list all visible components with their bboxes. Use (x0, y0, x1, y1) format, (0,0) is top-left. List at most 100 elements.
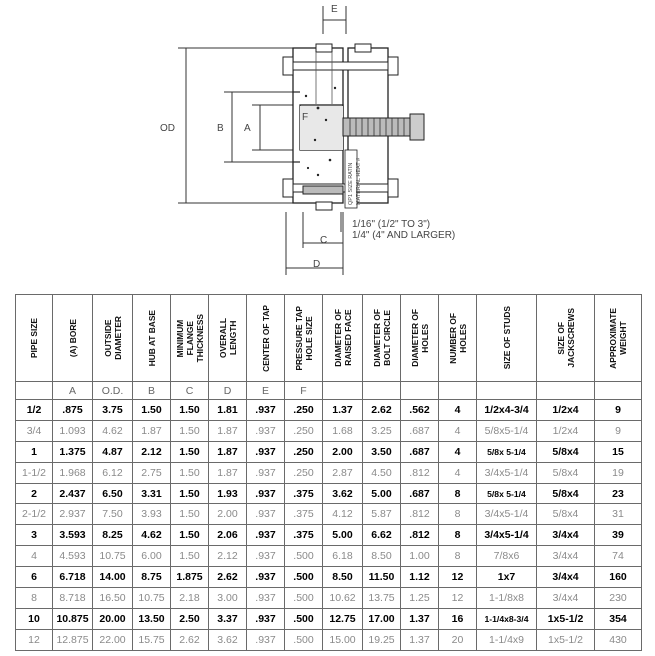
table-cell: 1.37 (322, 399, 363, 421)
label-b: B (217, 123, 224, 134)
table-cell: 15.00 (322, 628, 363, 651)
table-cell: 8.50 (362, 545, 401, 568)
table-cell: 2-1/2 (15, 503, 53, 526)
table-cell: 1x5-1/2 (536, 628, 595, 651)
table-cell: 4.593 (52, 545, 93, 568)
table-cell: 5/8x4 (536, 440, 595, 463)
table-cell: .937 (246, 607, 285, 630)
table-cell: 1-1/8x8 (476, 587, 537, 609)
table-cell: 2.62 (170, 628, 209, 651)
table-cell: 1.50 (170, 482, 209, 505)
table-cell: 13.50 (132, 607, 171, 630)
table-cell: 5.00 (362, 482, 401, 505)
table-cell: .812 (400, 524, 439, 547)
column-header-label: WEIGHT (618, 321, 628, 355)
table-cell: 12 (15, 628, 53, 651)
table-cell: 8 (438, 524, 477, 547)
column-header-label: HOLE SIZE (303, 315, 314, 361)
table-cell: 1x5-1/2 (536, 607, 595, 630)
table-cell: 2.62 (208, 566, 247, 589)
table-cell: 1.50 (170, 503, 209, 526)
table-cell: 1/2x4 (536, 419, 595, 442)
table-cell: 1.375 (52, 440, 93, 463)
table-cell: 8 (438, 545, 477, 568)
table-cell: 3/4x4 (536, 524, 595, 547)
column-header-label: LENGTH (227, 320, 238, 356)
table-cell: 5/8x4 (536, 461, 595, 484)
table-cell: 3.37 (208, 607, 247, 630)
table-cell: 19.25 (362, 628, 401, 651)
table-cell: .937 (246, 399, 285, 421)
table-cell: 14.00 (92, 566, 133, 589)
dimension-letter-cell (476, 381, 537, 400)
table-cell: 15.75 (132, 628, 171, 651)
dimension-letter-cell (438, 381, 477, 400)
table-cell: 6.50 (92, 482, 133, 505)
table-cell: 2.50 (170, 607, 209, 630)
table-cell: 1.50 (170, 399, 209, 421)
dimension-letter-cell: A (52, 381, 93, 400)
column-header-label: HOLES (419, 323, 430, 353)
table-cell: 1.81 (208, 399, 247, 421)
column-header-label: HOLES (457, 323, 468, 353)
table-cell: 2.937 (52, 503, 93, 526)
column-header-label: DIAMETER OF (332, 309, 343, 367)
table-cell: 1.12 (400, 566, 439, 589)
table-cell: 8 (438, 503, 477, 526)
dimension-letter-cell (400, 381, 439, 400)
table-cell: .937 (246, 566, 285, 589)
table-cell: .250 (284, 399, 323, 421)
label-f: F (302, 112, 308, 123)
table-cell: 4.62 (92, 419, 133, 442)
table-cell: 1.25 (400, 587, 439, 609)
table-cell: 7.50 (92, 503, 133, 526)
table-cell: 1/2x4-3/4 (476, 399, 537, 421)
table-cell: .375 (284, 503, 323, 526)
table-cell: 3/4 (15, 419, 53, 442)
dimension-letter-cell (536, 381, 595, 400)
table-cell: 354 (594, 607, 642, 630)
table-cell: 2.00 (208, 503, 247, 526)
table-cell: 4 (15, 545, 53, 568)
table-cell: 1.50 (170, 440, 209, 463)
column-header-label: APPROXIMATE (608, 307, 618, 369)
column-header: HUB AT BASE (132, 294, 171, 382)
column-header-label: NUMBER OF (447, 312, 458, 364)
table-cell: .500 (284, 607, 323, 630)
table-cell: 10.875 (52, 607, 93, 630)
column-header-label: (A) BORE (67, 318, 78, 358)
table-cell: 39 (594, 524, 642, 547)
table-cell: 6.718 (52, 566, 93, 589)
table-cell: 5/8x 5-1/4 (476, 482, 537, 505)
table-cell: 8.718 (52, 587, 93, 609)
table-cell: 4 (438, 399, 477, 421)
table-cell: 1.37 (400, 628, 439, 651)
table-cell: 8.75 (132, 566, 171, 589)
column-header-label: DIAMETER OF (371, 309, 382, 367)
table-cell: .937 (246, 628, 285, 651)
table-cell: 12.75 (322, 607, 363, 630)
table-cell: 3/4x4 (536, 566, 595, 589)
table-cell: 3 (15, 524, 53, 547)
table-cell: 5/8x5-1/4 (476, 419, 537, 442)
table-cell: 1-1/4x8-3/4 (476, 607, 537, 630)
column-header-label: BOLT CIRCLE (381, 310, 392, 366)
table-cell: .937 (246, 440, 285, 463)
table-cell: 3.93 (132, 503, 171, 526)
table-cell: .937 (246, 524, 285, 547)
table-cell: 2.437 (52, 482, 93, 505)
column-header-label: RAISED FACE (342, 309, 353, 367)
column-header-label: PIPE SIZE (29, 317, 39, 359)
gasket-note-line-1: 1/16" (1/2" TO 3") (352, 219, 430, 230)
table-cell: 17.00 (362, 607, 401, 630)
table-cell: .937 (246, 419, 285, 442)
